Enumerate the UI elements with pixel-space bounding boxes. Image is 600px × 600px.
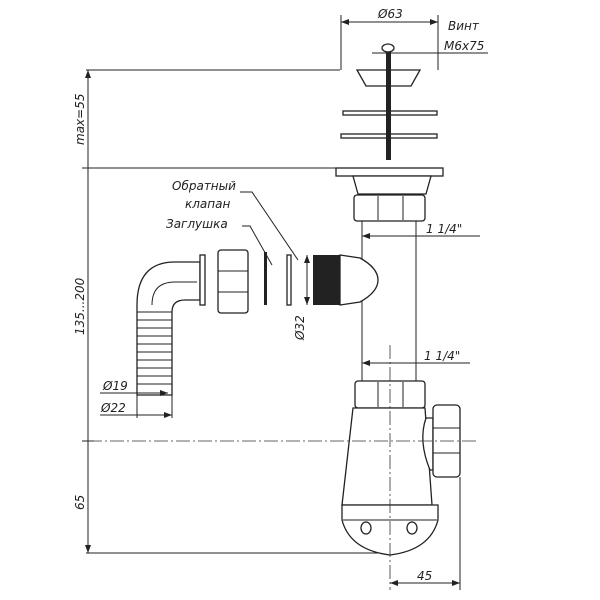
height-range-dim: 135...200 [73, 277, 87, 335]
bottom-height-dim: 65 [73, 495, 87, 510]
thread-top-dim: 1 1/4" [426, 222, 462, 236]
side-offset-dim: 45 [417, 569, 432, 583]
outlet-diameter-dim: Ø32 [293, 315, 307, 341]
flange-diameter-dim: Ø63 [377, 7, 403, 21]
check-valve-label-2: клапан [185, 197, 230, 211]
hose-outer-dim: Ø22 [100, 401, 126, 415]
hose-inner-dim: Ø19 [102, 379, 128, 393]
screw-label: Винт [448, 19, 480, 33]
top-flange [340, 15, 488, 160]
outlet-parts [100, 191, 379, 418]
max-height-dim: max=55 [73, 94, 87, 145]
check-valve-label: Обратный [172, 179, 236, 193]
extension-lines [82, 69, 390, 554]
siphon-body [335, 167, 480, 556]
thread-bottom-dim: 1 1/4" [424, 349, 460, 363]
screw-size: M6x75 [444, 39, 484, 53]
plug-label: Заглушка [166, 217, 228, 231]
